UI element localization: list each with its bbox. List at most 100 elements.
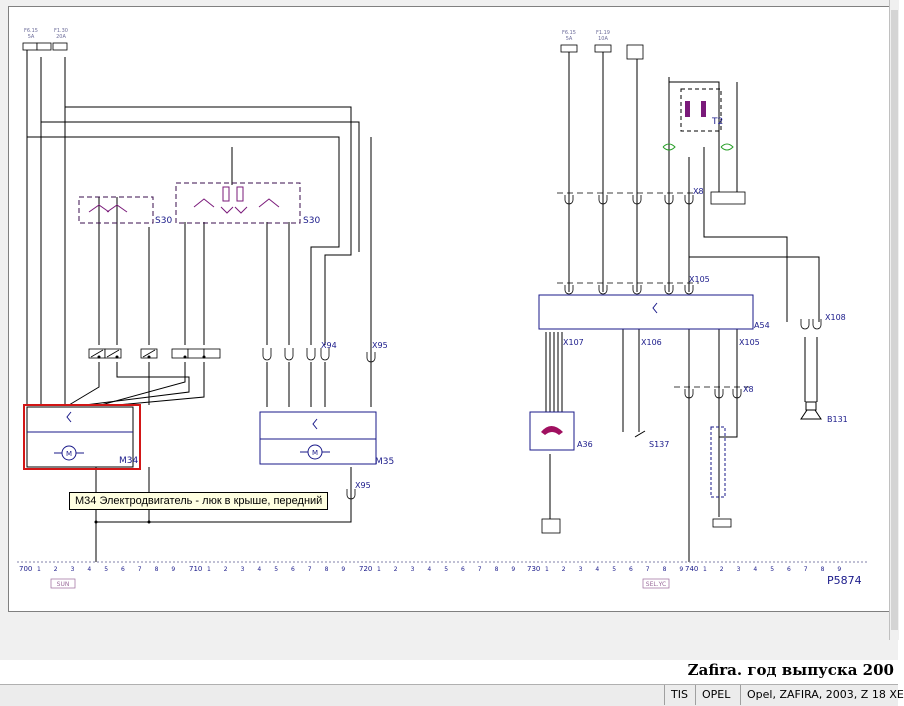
ruler-section-710: 710 (189, 565, 202, 573)
ruler-digit: 7 (138, 566, 142, 573)
b131-speaker[interactable] (800, 401, 822, 420)
ruler-digit: 7 (646, 566, 650, 573)
ruler-section-700: 700 (19, 565, 32, 573)
ruler-digit: 6 (461, 566, 465, 573)
x108-label: X108 (825, 313, 846, 322)
a54-label: A54 (754, 321, 770, 330)
ruler-digit: 4 (257, 566, 261, 573)
s30-right-label: S30 (303, 216, 320, 226)
ruler-digit: 8 (325, 566, 329, 573)
ruler-digit: 7 (478, 566, 482, 573)
ruler-digit: 6 (629, 566, 633, 573)
ruler-tag-sun: SUN (57, 581, 70, 588)
s137-label: S137 (649, 440, 669, 449)
ruler-digit: 1 (545, 566, 549, 573)
x107-label: X107 (563, 338, 584, 347)
fuse-rating-f615-b: 5A (566, 36, 573, 42)
fuse-label-f615-b: F6.15 (562, 30, 576, 36)
ruler-digit: 3 (737, 566, 741, 573)
ruler-digit: 7 (804, 566, 808, 573)
ruler-digit: 7 (308, 566, 312, 573)
ruler-digit: 1 (703, 566, 707, 573)
status-cell-vehicle: Opel, ZAFIRA, 2003, Z 18 XE (740, 685, 904, 705)
ruler-digit: 9 (341, 566, 345, 573)
ruler-digit: 8 (821, 566, 825, 573)
ruler-digit: 3 (579, 566, 583, 573)
horizontal-scrollbar[interactable] (8, 612, 891, 632)
ruler-digit: 5 (612, 566, 616, 573)
t2-component[interactable] (662, 88, 734, 151)
ruler-digit: 4 (753, 566, 757, 573)
ruler-digit: 5 (104, 566, 108, 573)
ruler-digit: 4 (87, 566, 91, 573)
x106-label: X106 (641, 338, 662, 347)
a54-module[interactable] (538, 294, 754, 330)
x95-top-label: X95 (372, 341, 388, 350)
ruler-digit: 9 (837, 566, 841, 573)
svg-text:M: M (66, 450, 72, 458)
ruler-digit: 9 (679, 566, 683, 573)
b131-label: B131 (827, 415, 848, 424)
ruler-digit: 8 (663, 566, 667, 573)
s30-left-label: S30 (155, 216, 172, 226)
ruler-section-730: 730 (527, 565, 540, 573)
x95-bottom-label: X95 (355, 481, 371, 490)
status-bar: TIS OPEL Opel, ZAFIRA, 2003, Z 18 XE (0, 684, 904, 706)
ruler-digit: 5 (770, 566, 774, 573)
x105-bottom-label: X105 (739, 338, 760, 347)
a36-label: A36 (577, 440, 593, 449)
svg-text:M: M (312, 449, 318, 457)
ruler-digit: 2 (720, 566, 724, 573)
ruler-digit: 8 (495, 566, 499, 573)
ruler-digit: 2 (562, 566, 566, 573)
vertical-scrollbar[interactable] (889, 0, 899, 640)
fuse-rating-f615-a: 5A (28, 34, 35, 40)
x8-top-label: X8 (693, 187, 704, 196)
document-caption: Zafira. год выпуска 200 (687, 661, 894, 679)
vertical-scrollbar-thumb[interactable] (891, 10, 898, 630)
ruler-digit: 3 (241, 566, 245, 573)
ruler-digit: 6 (787, 566, 791, 573)
ruler-digit: 5 (274, 566, 278, 573)
x94-label: X94 (321, 341, 337, 350)
ruler-digit: 2 (224, 566, 228, 573)
ruler-digit: 3 (411, 566, 415, 573)
fuse-label-f615-a: F6.15 (24, 28, 38, 34)
x8-bottom-label: X8 (743, 385, 754, 394)
x105-top-label: X105 (689, 275, 710, 284)
ruler-digit: 9 (171, 566, 175, 573)
ruler-section-740: 740 (685, 565, 698, 573)
fuse-rating-f130: 20A (56, 34, 66, 40)
status-cell-brand: OPEL (695, 685, 742, 705)
fuse-label-f130: F1.30 (54, 28, 68, 34)
fuse-rating-f119: 10A (598, 36, 608, 42)
a36-phone-module[interactable] (529, 411, 575, 451)
ruler-digit: 4 (595, 566, 599, 573)
m34-motor[interactable]: M (23, 404, 141, 470)
m35-label: M35 (375, 457, 394, 467)
ruler-section-720: 720 (359, 565, 372, 573)
ruler-digit: 9 (511, 566, 515, 573)
ruler-digit: 1 (207, 566, 211, 573)
m35-motor[interactable]: M (259, 411, 377, 465)
ruler-digit: 5 (444, 566, 448, 573)
m34-label: M34 (119, 456, 138, 466)
ruler-tag-selyc: SEL.YC (646, 581, 666, 588)
ruler-digit: 1 (377, 566, 381, 573)
ruler-digit: 3 (71, 566, 75, 573)
wiring-diagram-sheet: F6.15 5A F1.30 20A F6.15 5A F1.19 10A (8, 6, 893, 612)
ruler-digit: 6 (121, 566, 125, 573)
ruler-digit: 8 (155, 566, 159, 573)
t2-label: T2 (711, 117, 723, 127)
ruler-digit: 2 (54, 566, 58, 573)
diagram-viewer: F6.15 5A F1.30 20A F6.15 5A F1.19 10A (0, 0, 899, 660)
fuse-label-f119: F1.19 (596, 30, 610, 36)
page-code: P5874 (827, 574, 862, 587)
component-tooltip: M34 Электродвигатель - люк в крыше, пере… (69, 492, 329, 510)
wiring-diagram: F6.15 5A F1.30 20A F6.15 5A F1.19 10A (17, 28, 869, 589)
status-cell-tis: TIS (664, 685, 697, 705)
ruler-digit: 2 (394, 566, 398, 573)
ruler-digit: 6 (291, 566, 295, 573)
